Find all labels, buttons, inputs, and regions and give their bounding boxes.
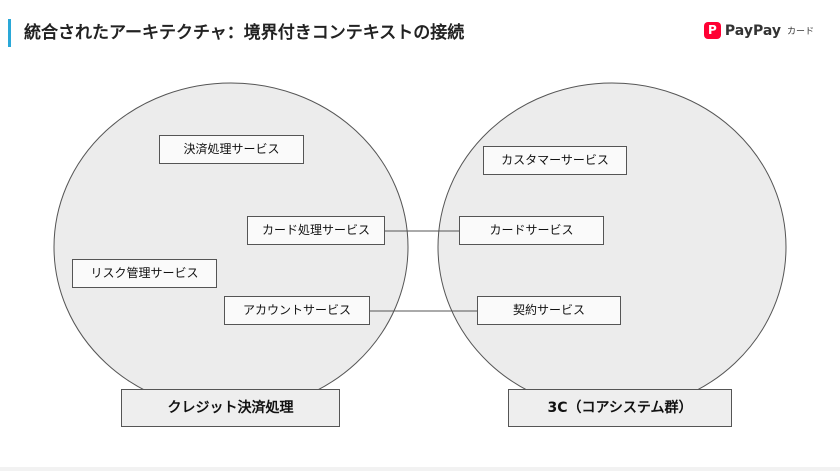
left-context-label: クレジット決済処理 (121, 389, 340, 427)
card-processing-service-box: カード処理サービス (247, 216, 385, 245)
payment-service-box: 決済処理サービス (159, 135, 304, 164)
right-context-label: 3C（コアシステム群） (508, 389, 732, 427)
paypay-logo-icon: P (703, 22, 721, 39)
risk-management-service-box: リスク管理サービス (72, 259, 217, 288)
right-context-circle (437, 82, 787, 412)
account-service-box: アカウントサービス (224, 296, 370, 325)
footer-strip (0, 467, 840, 471)
title-accent-bar (8, 19, 11, 47)
left-context-circle (53, 82, 409, 412)
contract-service-box: 契約サービス (477, 296, 621, 325)
card-service-box: カードサービス (459, 216, 604, 245)
brand-sub: カード (786, 27, 814, 37)
brand-logo: P PayPay カード (703, 22, 814, 39)
page-title: 統合されたアーキテクチャ：境界付きコンテキストの接続 (24, 23, 465, 43)
brand-name: PayPay (724, 22, 781, 39)
customer-service-box: カスタマーサービス (483, 146, 627, 175)
